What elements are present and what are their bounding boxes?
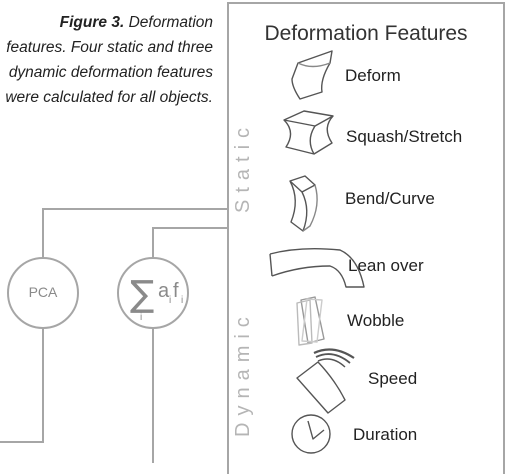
pca-label: PCA xyxy=(28,284,58,300)
feature-label-lean-over: Lean over xyxy=(348,256,424,275)
bend-curve-icon xyxy=(289,175,318,232)
sum-a: a xyxy=(158,280,170,302)
pca-node xyxy=(7,257,79,329)
connector-diagram: ∑ i a i f i xyxy=(0,50,365,463)
features-panel xyxy=(227,2,505,474)
static-label: Static xyxy=(232,120,254,213)
sum-subscript: i xyxy=(140,312,142,323)
lean-over-icon xyxy=(269,247,365,288)
squash-stretch-icon xyxy=(283,110,334,155)
wobble-icon xyxy=(296,296,325,346)
feature-label-duration: Duration xyxy=(353,425,418,444)
pca-output-line xyxy=(0,328,44,443)
weighted-sum-node xyxy=(117,257,189,329)
clock-icon xyxy=(291,414,331,454)
sum-symbol: ∑ xyxy=(130,274,154,315)
sum-f-subscript: i xyxy=(181,295,183,306)
sum-f: f xyxy=(173,280,179,302)
feature-label-bend-curve: Bend/Curve xyxy=(345,189,435,208)
sum-connector-line xyxy=(152,227,227,258)
figure-caption: Figure 3. Deformation features. Four sta… xyxy=(2,10,213,110)
caption-lead: Figure 3. xyxy=(59,14,125,31)
dynamic-label: Dynamic xyxy=(232,310,254,437)
speed-icon xyxy=(296,348,355,414)
feature-label-squash-stretch: Squash/Stretch xyxy=(346,127,463,146)
deform-icon xyxy=(291,50,333,100)
feature-label-deform: Deform xyxy=(345,66,401,85)
pca-connector-line xyxy=(42,208,227,258)
feature-label-wobble: Wobble xyxy=(347,311,405,330)
caption-text: Deformation features. Four static and th… xyxy=(5,14,213,106)
panel-title: Deformation Features xyxy=(264,22,468,45)
feature-label-speed: Speed xyxy=(368,369,418,388)
sum-a-subscript: i xyxy=(169,295,171,306)
